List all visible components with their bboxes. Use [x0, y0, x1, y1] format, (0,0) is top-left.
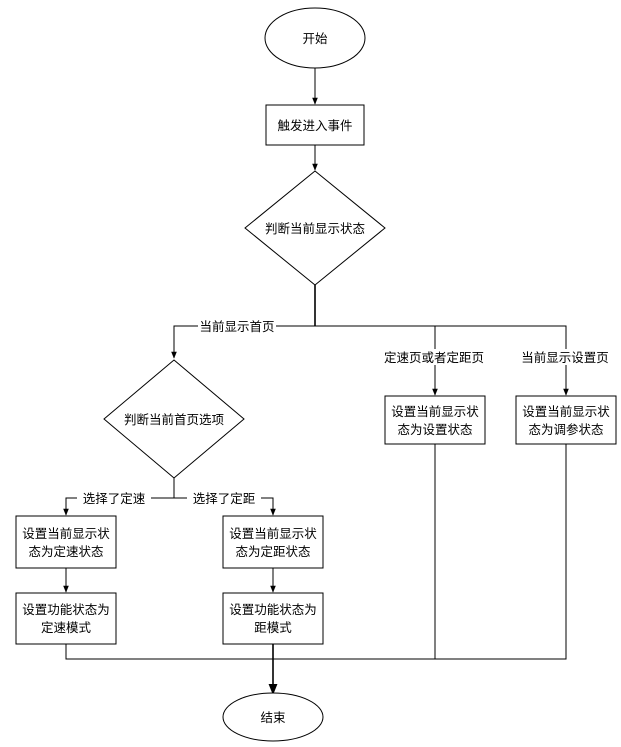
set-param-label-2: 态为调参状态: [528, 422, 603, 437]
end-label: 结束: [260, 710, 286, 725]
check-display-label: 判断当前显示状态: [265, 221, 365, 236]
set-speed-label-1: 设置当前显示状: [22, 526, 110, 541]
set-setting-label-1: 设置当前显示状: [391, 404, 479, 419]
edge-to-set-param: [315, 325, 569, 396]
set-param-state-node: 设置当前显示状 态为调参状态: [515, 395, 617, 445]
func-dist-label-2: 距模式: [254, 620, 292, 635]
start-node: 开始: [264, 7, 366, 69]
set-speed-label-2: 态为定速状态: [28, 544, 103, 559]
func-dist-node: 设置功能状态为 距模式: [222, 592, 324, 645]
edge-label-chose-dist: 选择了定距: [193, 491, 256, 506]
trigger-event-label: 触发进入事件: [277, 118, 352, 133]
check-home-decision: 判断当前首页选项: [103, 359, 245, 479]
set-param-label-1: 设置当前显示状: [522, 404, 610, 419]
end-node: 结束: [222, 692, 324, 742]
set-setting-state-node: 设置当前显示状 态为设置状态: [384, 395, 486, 445]
set-dist-label-1: 设置当前显示状: [229, 526, 317, 541]
edge-merge-param: [435, 444, 567, 660]
start-label: 开始: [302, 31, 328, 46]
func-speed-label-2: 定速模式: [41, 620, 92, 635]
func-speed-label-1: 设置功能状态为: [22, 602, 110, 617]
set-dist-state-node: 设置当前显示状 态为定距状态: [222, 515, 324, 569]
edge-label-settings-page: 当前显示设置页: [521, 350, 609, 365]
check-home-label: 判断当前首页选项: [124, 412, 224, 427]
edge-label-chose-speed: 选择了定速: [83, 491, 146, 506]
edge-merge-speed: [65, 644, 273, 660]
check-display-decision: 判断当前显示状态: [244, 170, 386, 286]
func-speed-node: 设置功能状态为 定速模式: [15, 592, 117, 645]
edge-label-speed-or-dist-page: 定速页或者定距页: [384, 350, 484, 365]
set-setting-label-2: 态为设置状态: [397, 422, 472, 437]
func-dist-label-1: 设置功能状态为: [229, 602, 317, 617]
edge-label-home-page: 当前显示首页: [199, 319, 274, 334]
set-speed-state-node: 设置当前显示状 态为定速状态: [15, 515, 117, 569]
trigger-event-node: 触发进入事件: [265, 104, 365, 146]
set-dist-label-2: 态为定距状态: [235, 544, 310, 559]
